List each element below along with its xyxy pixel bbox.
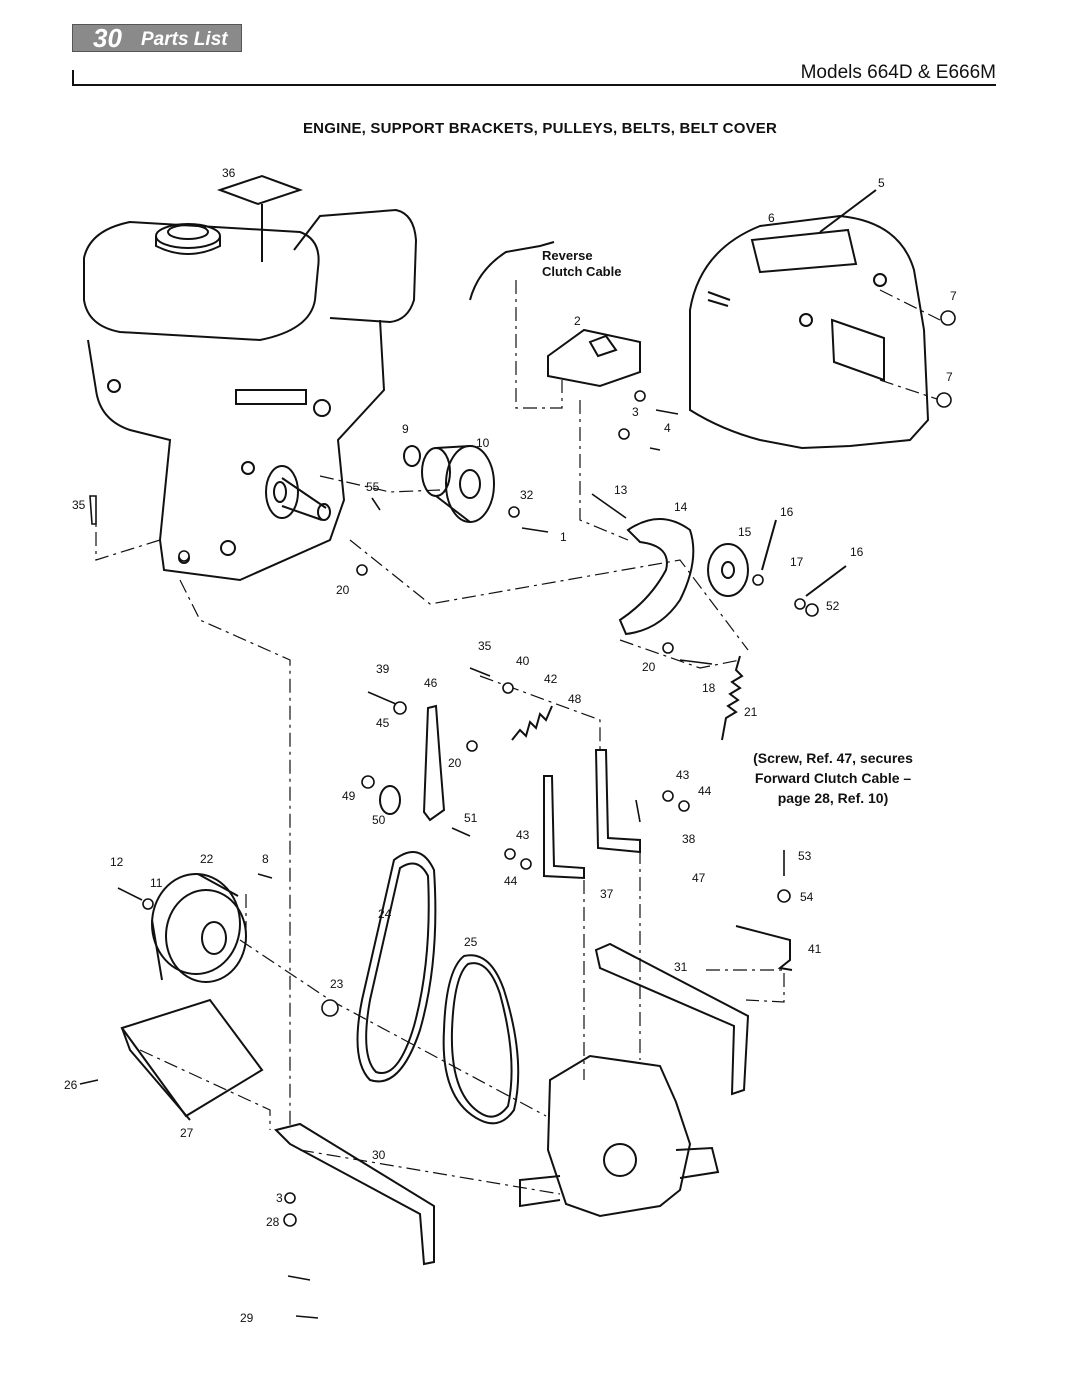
- callout-13: 13: [614, 483, 628, 497]
- callout-30: 30: [372, 1148, 386, 1162]
- bracket-46-drawing: [422, 704, 446, 822]
- callout-42: 42: [544, 672, 558, 686]
- callout-44b: 44: [504, 874, 518, 888]
- callout-15: 15: [738, 525, 752, 539]
- belt-25-drawing: [442, 954, 520, 1125]
- callout-36: 36: [222, 166, 236, 180]
- callout-54: 54: [800, 890, 814, 904]
- callout-28: 28: [266, 1215, 280, 1229]
- callout-9: 9: [402, 422, 409, 436]
- decal-36-drawing: [216, 174, 304, 206]
- callout-46: 46: [424, 676, 438, 690]
- callout-32: 32: [520, 488, 534, 502]
- callout-47: 47: [692, 871, 706, 885]
- screw-note: (Screw, Ref. 47, secures Forward Clutch …: [728, 748, 938, 808]
- idler-arm-drawing: [618, 518, 695, 636]
- callout-22: 22: [200, 852, 214, 866]
- belt-24-drawing: [356, 851, 437, 1083]
- callout-21: 21: [744, 705, 758, 719]
- callout-11: 11: [150, 876, 163, 890]
- callout-7b: 7: [946, 370, 953, 384]
- callout-6: 6: [768, 211, 775, 225]
- header-rule: [72, 84, 996, 86]
- note-line-1: (Screw, Ref. 47, secures: [753, 750, 913, 766]
- callout-10: 10: [476, 436, 490, 450]
- callout-16a: 16: [780, 505, 794, 519]
- callout-35a: 35: [72, 498, 86, 512]
- callout-4: 4: [664, 421, 671, 435]
- callout-29: 29: [240, 1311, 254, 1325]
- callout-16b: 16: [850, 545, 864, 559]
- callout-53: 53: [798, 849, 812, 863]
- callout-23: 23: [330, 977, 344, 991]
- callout-8: 8: [262, 852, 269, 866]
- spring-drawing: [721, 655, 744, 741]
- bracket-30-drawing: [274, 1122, 435, 1266]
- callout-40: 40: [516, 654, 530, 668]
- callout-41: 41: [808, 942, 822, 956]
- models-label: Models 664D & E666M: [800, 62, 996, 83]
- cable-label-line1: Reverse: [542, 248, 593, 263]
- callout-43a: 43: [676, 768, 690, 782]
- callout-39: 39: [376, 662, 390, 676]
- callout-3: 3: [632, 405, 639, 419]
- callout-49: 49: [342, 789, 356, 803]
- section-title: Parts List: [141, 29, 228, 50]
- callout-18: 18: [702, 681, 716, 695]
- diagram-title: ENGINE, SUPPORT BRACKETS, PULLEYS, BELTS…: [302, 120, 778, 137]
- callout-52: 52: [826, 599, 840, 613]
- callout-44a: 44: [698, 784, 712, 798]
- callout-25: 25: [464, 935, 478, 949]
- callout-31: 31: [674, 960, 688, 974]
- callout-55: 55: [366, 480, 380, 494]
- callout-17: 17: [790, 555, 804, 569]
- note-line-2: Forward Clutch Cable –: [754, 770, 912, 786]
- callout-2: 2: [574, 314, 581, 328]
- callout-20a: 20: [336, 583, 350, 597]
- reverse-clutch-cable-drawing: [469, 241, 555, 301]
- note-line-3: page 28, Ref. 10): [777, 790, 889, 806]
- callout-37: 37: [600, 887, 614, 901]
- hardware: [142, 310, 956, 1227]
- callout-27: 27: [180, 1126, 194, 1140]
- page-number: 30: [93, 23, 122, 53]
- callout-1: 1: [560, 530, 567, 544]
- callout-24: 24: [378, 907, 392, 921]
- callout-12: 12: [110, 855, 124, 869]
- callout-26: 26: [64, 1078, 78, 1092]
- callout-7a: 7: [950, 289, 957, 303]
- callout-48: 48: [568, 692, 582, 706]
- engine-pulley-drawing: [403, 445, 495, 523]
- bracket-27-drawing: [120, 998, 264, 1118]
- transmission-drawing: [519, 1054, 720, 1218]
- bracket-31-drawing: [594, 942, 750, 1096]
- callout-45: 45: [376, 716, 390, 730]
- transmission-pulley-drawing: [151, 873, 247, 983]
- section-tab: 30 Parts List: [72, 23, 242, 53]
- callout-14: 14: [674, 500, 688, 514]
- belt-cover-drawing: [689, 214, 930, 450]
- callout-43b: 43: [516, 828, 530, 842]
- callout-38: 38: [682, 832, 696, 846]
- callout-51: 51: [464, 811, 478, 825]
- callout-35b: 35: [478, 639, 492, 653]
- rod-41-drawing: [735, 925, 793, 971]
- callout-5: 5: [878, 176, 885, 190]
- engine-drawing: [83, 208, 418, 582]
- bracket-drawing: [547, 328, 641, 388]
- callout-50: 50: [372, 813, 386, 827]
- callout-20c: 20: [448, 756, 462, 770]
- callout-3b: 3: [276, 1191, 283, 1205]
- callout-20b: 20: [642, 660, 656, 674]
- assembly-lines: [95, 280, 941, 1195]
- header-rule-tick: [72, 70, 74, 85]
- cable-label-line2: Clutch Cable: [542, 264, 621, 279]
- callout-labels: 36 5 6 7 7 2 3 4 9 10 55 32 1 35 13 14 1…: [64, 166, 957, 1325]
